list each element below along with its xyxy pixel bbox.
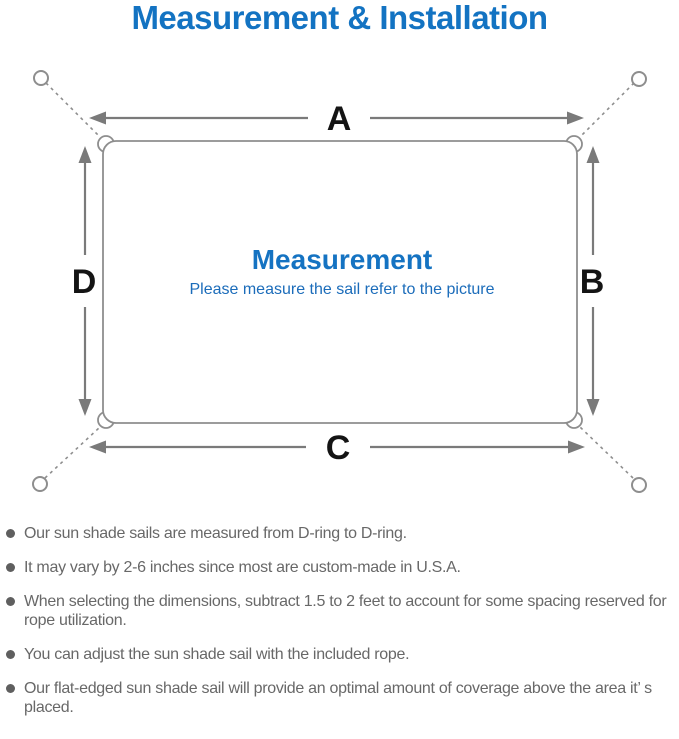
dim-label-a: A: [327, 100, 352, 138]
dim-label-d: D: [72, 263, 97, 301]
arrowhead-b-down: [586, 398, 600, 416]
sail-outline: [102, 139, 578, 424]
list-item: You can adjust the sun shade sail with t…: [6, 645, 677, 664]
arrowhead-c-left: [89, 440, 106, 454]
list-item: It may vary by 2-6 inches since most are…: [6, 558, 677, 577]
note-text: Our flat-edged sun shade sail will provi…: [24, 679, 652, 716]
bullet-dot-icon: [6, 562, 15, 572]
diagram-center-title: Measurement: [252, 244, 433, 275]
anchor-ring-icon-top-right: [631, 70, 647, 87]
dimension-arrowheads: [78, 111, 600, 454]
anchor-ring-icon-bottom-left: [32, 475, 48, 492]
anchor-ring-icon-bottom-right: [631, 476, 647, 493]
page-title: Measurement & Installation: [131, 0, 548, 36]
anchor-rings: [32, 69, 647, 493]
measurement-diagram: A B C D Measurement Please measure the s…: [0, 46, 679, 511]
notes-list: Our sun shade sails are measured from D-…: [0, 524, 679, 717]
arrowhead-b-up: [586, 145, 600, 163]
anchor-ring-icon-top-left: [33, 69, 49, 86]
note-text: Our sun shade sails are measured from D-…: [24, 524, 407, 542]
arrowhead-a-left: [89, 111, 106, 125]
dimension-arrow-lines: [83, 116, 595, 448]
bullet-dot-icon: [6, 528, 15, 538]
arrowhead-a-right: [567, 111, 584, 125]
diagram-center-subtitle: Please measure the sail refer to the pic…: [189, 281, 494, 298]
arrowhead-c-right: [568, 440, 585, 454]
note-text: It may vary by 2-6 inches since most are…: [24, 558, 461, 576]
tether-line-bottom-left: [44, 426, 101, 479]
note-text: You can adjust the sun shade sail with t…: [24, 645, 410, 663]
list-item: Our sun shade sails are measured from D-…: [6, 524, 677, 543]
tether-line-top-left: [45, 82, 101, 138]
tether-line-top-right: [579, 82, 635, 138]
tether-lines: [44, 82, 635, 479]
bullet-dot-icon: [6, 683, 15, 693]
bullet-dot-icon: [6, 596, 15, 606]
measurement-diagram-svg: A B C D Measurement Please measure the s…: [32, 69, 647, 493]
list-item: Our flat-edged sun shade sail will provi…: [6, 679, 677, 717]
note-text: When selecting the dimensions, subtract …: [24, 592, 667, 629]
bullet-dot-icon: [6, 649, 15, 659]
dim-label-c: C: [326, 429, 351, 467]
arrowhead-d-down: [78, 398, 92, 416]
list-item: When selecting the dimensions, subtract …: [6, 592, 677, 630]
tether-line-bottom-right: [579, 426, 634, 479]
dim-label-b: B: [580, 263, 605, 301]
arrowhead-d-up: [78, 145, 92, 163]
